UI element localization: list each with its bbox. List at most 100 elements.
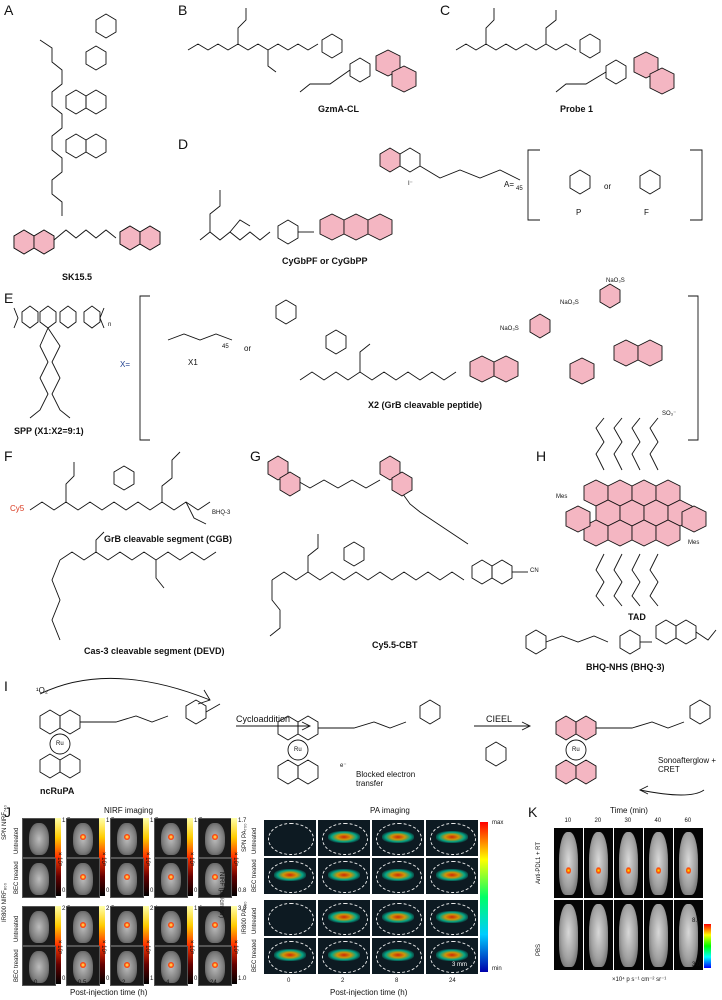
nirf-image-cell [198, 946, 232, 986]
pa-signal [274, 868, 306, 882]
nirf-image-cell [154, 858, 188, 898]
pa-row-label: Untreated [252, 827, 258, 854]
j-xlabel-pa: Post-injection time (h) [330, 988, 408, 997]
d-label-f: F [644, 208, 649, 217]
pa-image-cell [318, 820, 370, 856]
k-time-tick: 20 [594, 818, 602, 824]
e-so3: SO₃⁻ [662, 411, 677, 417]
nirf-colorbar-min: 1.0 [238, 976, 247, 982]
nirf-image-cell [66, 818, 100, 858]
pa-signal [436, 910, 468, 924]
i-ru-3: Ru [572, 747, 580, 753]
j-xlabel-nirf: Post-injection time (h) [70, 988, 148, 997]
k-image-cell [614, 828, 643, 898]
pa-image-cell [426, 858, 478, 894]
fluorescence-spot [168, 834, 175, 841]
nirf-image-cell [110, 818, 144, 858]
nirf-image-cell [110, 858, 144, 898]
roi-circle [268, 940, 314, 974]
nirf-image-cell [66, 858, 100, 898]
j-group-label-spn-pa: SPN PA₇₀₀ [242, 823, 248, 852]
g-cn: CN [530, 568, 539, 574]
roi-circle [322, 822, 368, 856]
k-row-label-anti-pdl1: Anti-PDL1 + RT [536, 841, 542, 884]
j-group-label-ir800-pa: IR800 PA₆₈₀ [242, 901, 248, 934]
nirf-colorbar [187, 818, 193, 896]
pa-signal [382, 868, 414, 882]
fluorescence-spot [80, 962, 87, 969]
k-image-cell [554, 828, 583, 898]
i-e-minus: e⁻ [340, 763, 347, 769]
mouse-body [619, 832, 638, 896]
nirf-image-cell [154, 906, 188, 946]
pa-row-label: Untreated [252, 907, 258, 934]
nirf-colorbar-exp: × 10⁵ [188, 940, 194, 955]
pa-image-cell [372, 938, 424, 974]
panel-letter-a: A [4, 2, 14, 18]
i-sonoafterglow: Sonoafterglow + CRET [658, 756, 717, 774]
roi-circle [430, 902, 476, 936]
nirf-image-cell [22, 858, 56, 898]
k-time-tick: 30 [624, 818, 632, 824]
k-colorbar [704, 924, 711, 968]
i-ru-2: Ru [294, 747, 302, 753]
nirf-image-cell [198, 858, 232, 898]
e-peg: 45 [222, 344, 229, 350]
k-image-cell [554, 900, 583, 970]
nirf-time-tick: 0 [34, 980, 38, 986]
fluorescence-spot [168, 962, 175, 969]
caption-bhq-nhs: BHQ-NHS (BHQ-3) [586, 662, 665, 672]
nirf-colorbar-exp: × 10⁵ [144, 852, 150, 867]
e-or: or [244, 344, 252, 353]
nirf-colorbar [143, 818, 149, 896]
panel-letter-j: J [4, 804, 11, 820]
pa-signal [328, 910, 360, 924]
e-x-equals: X= [120, 360, 131, 369]
k-colorbar-unit: ×10⁴ p s⁻¹ cm⁻² sr⁻¹ [612, 977, 667, 983]
panel-letter-g: G [250, 448, 261, 464]
pa-signal [436, 948, 468, 962]
d-iodide: I⁻ [408, 181, 413, 187]
roi-circle [268, 902, 314, 936]
k-image-cell [584, 828, 613, 898]
d-a-equals: A= [504, 180, 515, 189]
pa-row-label: BEC treated [252, 939, 258, 972]
nirf-image-cell [22, 906, 56, 946]
j-cbar-unit: NIRF (p/s/cm²/sr) [218, 872, 224, 918]
nirf-colorbar [55, 906, 61, 984]
k-row-label-pbs: PBS [536, 943, 542, 956]
fluorescence-spot [124, 834, 131, 841]
nirf-colorbar [99, 818, 105, 896]
luminescence-spot [596, 866, 601, 874]
caption-ncrupa: ncRuPA [40, 786, 75, 796]
i-blocked-transfer: Blocked electron transfer [356, 770, 416, 788]
pa-time-tick: 0 [287, 978, 291, 984]
mouse-body [559, 904, 578, 968]
caption-spp: SPP (X1:X2=9:1) [14, 426, 84, 436]
nirf-colorbar-max: 3.0 [238, 906, 247, 912]
i-cycloaddition: Cycloaddition [236, 714, 291, 724]
pa-signal [436, 868, 468, 882]
f-bhq3: BHQ-3 [212, 510, 231, 516]
roi-circle [268, 860, 314, 894]
mouse-body [589, 904, 608, 968]
fluorescence-spot [168, 874, 175, 881]
caption-sk15-5: SK15.5 [62, 272, 93, 282]
nirf-image-cell [66, 946, 100, 986]
fluorescence-spot [212, 922, 219, 929]
nirf-colorbar [231, 818, 237, 896]
pa-signal [382, 910, 414, 924]
pa-image-cell [264, 858, 316, 894]
e-x1-label: X1 [188, 358, 198, 367]
nirf-image-cell [110, 946, 144, 986]
caption-devd: Cas-3 cleavable segment (DEVD) [84, 646, 225, 656]
fluorescence-spot [124, 922, 131, 929]
nirf-colorbar [231, 906, 237, 984]
pa-signal [382, 830, 414, 844]
mouse-body [29, 910, 49, 944]
roi-circle [376, 940, 422, 974]
roi-circle [430, 940, 476, 974]
k-image-cell [674, 828, 703, 898]
fluorescence-spot [80, 834, 87, 841]
i-singlet-o2: ¹O₂ [36, 686, 48, 695]
